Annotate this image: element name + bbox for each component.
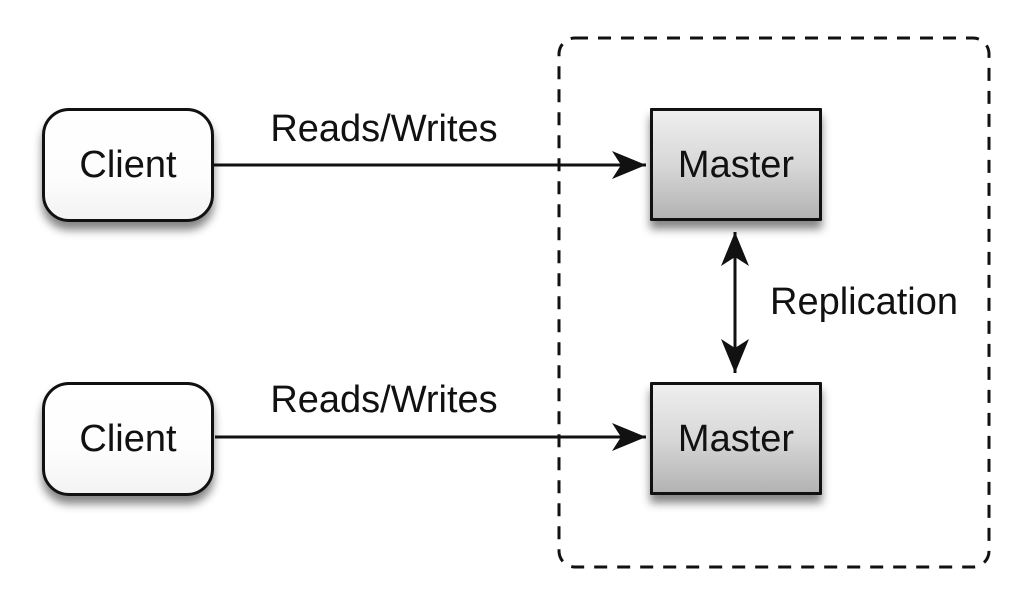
master-node-2: Master	[650, 382, 822, 495]
client-node-1: Client	[42, 108, 214, 222]
edge-label-replication: Replication	[770, 281, 958, 324]
client-node-2-label: Client	[79, 418, 177, 460]
client-node-1-label: Client	[79, 144, 177, 186]
client-node-2: Client	[42, 382, 214, 496]
edge-label-reads-writes-1: Reads/Writes	[270, 108, 498, 151]
master-node-1: Master	[650, 108, 822, 221]
master-node-2-label: Master	[677, 417, 795, 460]
replication-boundary	[557, 36, 991, 569]
master-node-1-label: Master	[677, 143, 795, 186]
edge-label-reads-writes-2: Reads/Writes	[270, 379, 498, 422]
